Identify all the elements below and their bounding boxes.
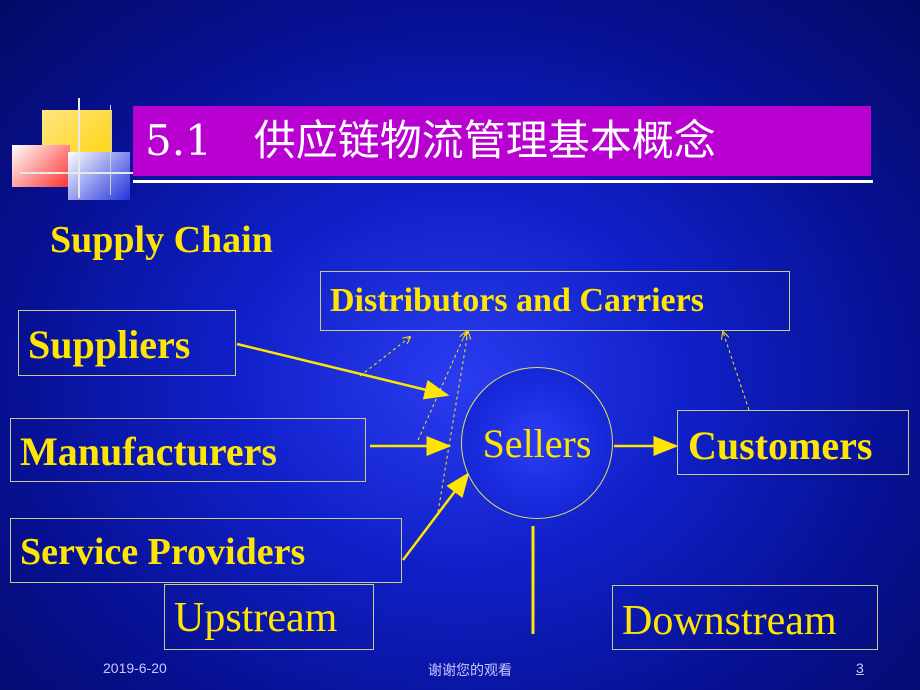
distributors-box (320, 271, 790, 331)
title-underline (133, 180, 873, 183)
decor-vline-1 (78, 98, 80, 198)
distributors-label: Distributors and Carriers (330, 282, 704, 319)
footer-date: 2019-6-20 (103, 660, 167, 676)
downstream-label: Downstream (622, 598, 837, 644)
dashed-suppliers-distributors (359, 337, 410, 377)
decor-red-square (12, 145, 70, 187)
title-bar: 5.1 供应链物流管理基本概念 (133, 106, 871, 176)
customers-label: Customers (688, 423, 873, 468)
service-providers-box (10, 518, 402, 583)
suppliers-box (18, 310, 236, 376)
dashed-customers-distributors (723, 332, 750, 411)
upstream-label: Upstream (174, 595, 338, 641)
customers-box (677, 410, 909, 475)
arrow-suppliers-sellers (236, 342, 450, 400)
service-providers-label: Service Providers (20, 531, 306, 573)
manufacturers-label: Manufacturers (20, 429, 277, 474)
footer-page-number: 3 (856, 660, 864, 676)
footer-center: 谢谢您的观看 (428, 663, 512, 679)
sellers-label: Sellers (482, 421, 592, 466)
manufacturers-box (10, 418, 366, 482)
arrow-service-sellers (402, 472, 470, 561)
dashed-manufacturers-distributors (417, 332, 466, 441)
page-title: 5.1 供应链物流管理基本概念 (145, 116, 716, 165)
subtitle: Supply Chain (50, 219, 273, 261)
dashed-service-distributors (437, 332, 468, 513)
sellers-node: Sellers (461, 367, 613, 519)
decor-hline-1 (20, 172, 138, 174)
decor-vline-2 (110, 105, 111, 195)
upstream-box (164, 584, 374, 650)
suppliers-label: Suppliers (28, 322, 191, 367)
downstream-box (612, 585, 878, 650)
